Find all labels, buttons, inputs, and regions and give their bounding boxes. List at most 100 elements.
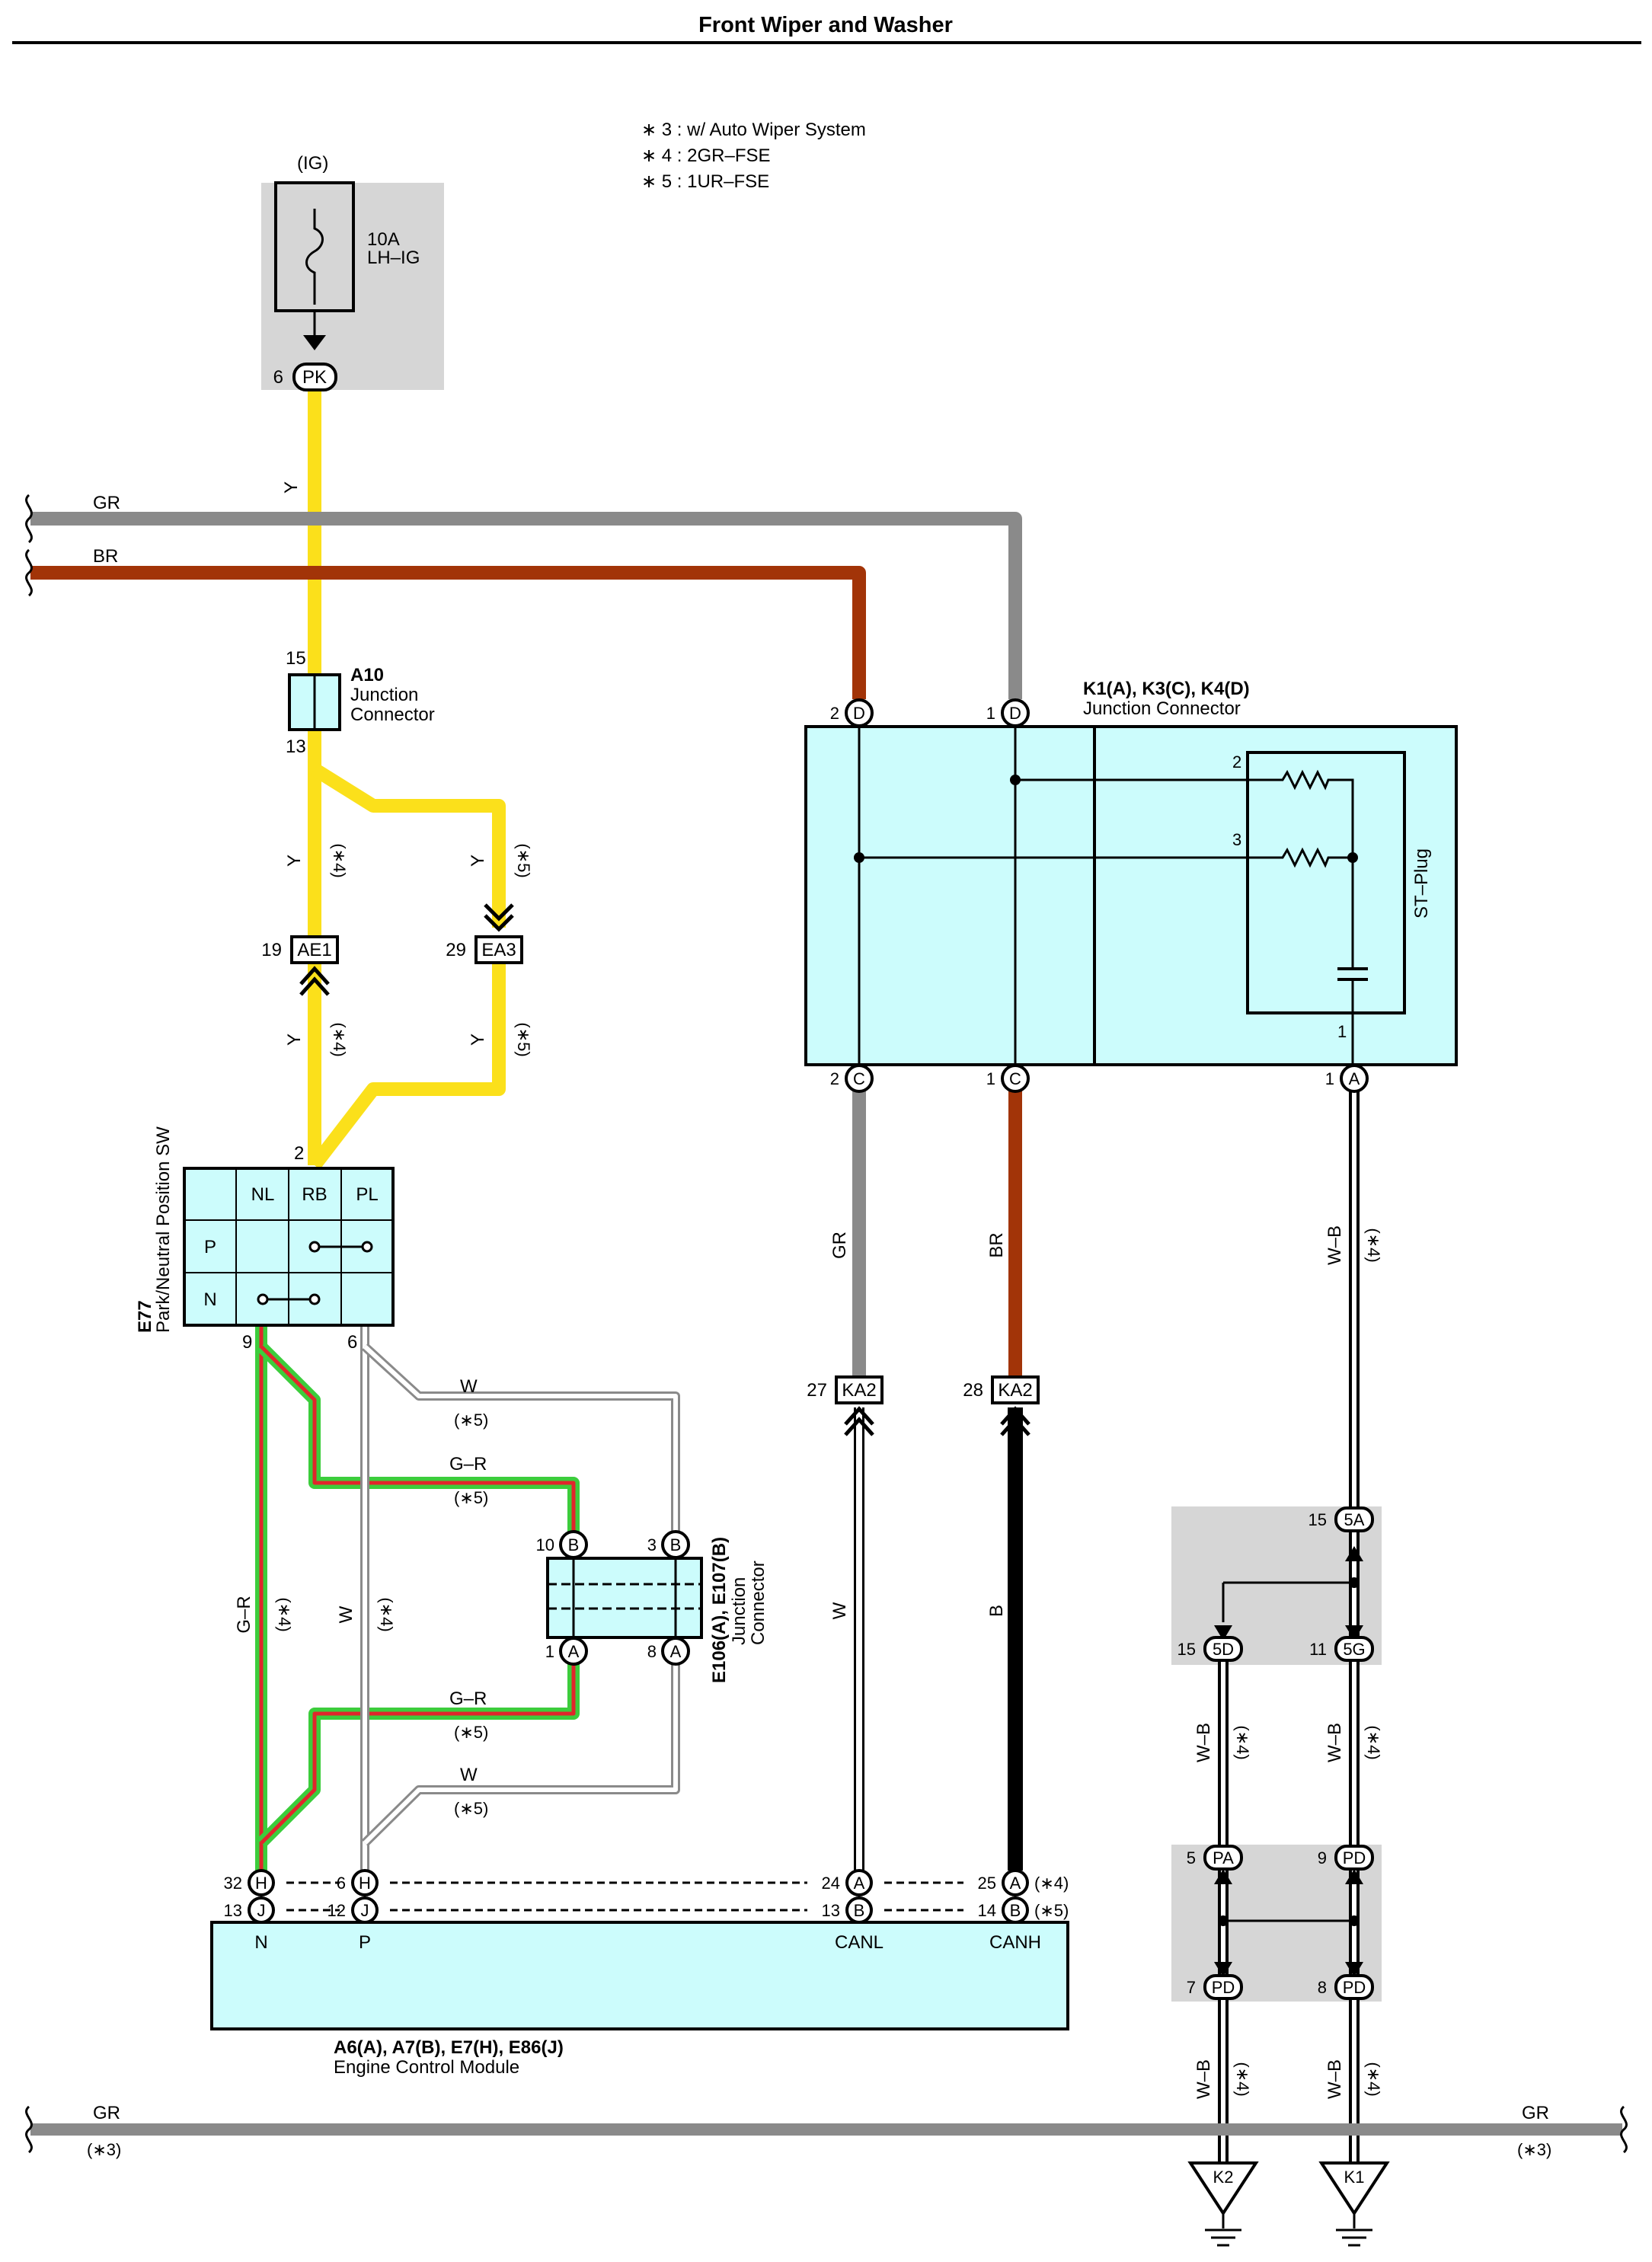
wire-label-gr-bottom-right: GR [1522, 2103, 1549, 2123]
connector-pk-pin: 6 [273, 367, 283, 388]
ground-triangle-icon [1318, 2161, 1390, 2216]
pin-number: 25 [978, 1874, 996, 1893]
wire-label-n5: (∗5) [514, 1022, 533, 1056]
junction-a10: 15 13 A10 Junction Connector [286, 648, 435, 757]
wire-label-n5: (∗5) [454, 1799, 488, 1818]
switch-e77: E77 Park/Neutral Position SW 2 NL RB PL … [135, 1126, 395, 1353]
joint-id: PD [1343, 1848, 1366, 1867]
note-4: ∗ 4 : 2GR–FSE [641, 145, 771, 166]
ecm-pin-b14: B 14 [978, 1896, 1029, 1924]
e106-pin-b3: B 3 [647, 1530, 690, 1559]
junction-k-name: Junction Connector [1083, 698, 1241, 719]
ecm-pin-j13: J 13 [224, 1896, 275, 1924]
connector-pk: PK 6 [273, 363, 337, 391]
wire-label-n3: (∗3) [87, 2140, 121, 2159]
joint-pd-8: PD 8 [1318, 1974, 1374, 2000]
e106-pin-a8: A 8 [647, 1637, 690, 1666]
ground-id: K2 [1213, 2168, 1234, 2187]
switch-col-pl: PL [356, 1184, 378, 1205]
pin-number: 8 [647, 1642, 657, 1661]
switch-id: E77 [135, 1300, 155, 1333]
e106-pin-a1: A 1 [545, 1637, 588, 1666]
chevron-up-icon [844, 1406, 874, 1436]
switch-row-n: N [203, 1289, 216, 1310]
joint-5g: 5G 11 [1309, 1636, 1374, 1662]
wire-label-br-top: BR [93, 546, 118, 567]
wire-label-wb: W–B [1193, 1723, 1214, 1762]
fuse-name: LH–IG [367, 248, 420, 268]
ecm: N P CANL CANH A6(A), A7(B), E7(H), E86(J… [210, 1874, 1069, 2078]
ecm-pin-a25: A 25 [978, 1869, 1029, 1896]
switch-col-rb: RB [302, 1184, 327, 1205]
junction-k: K1(A), K3(C), K4(D) Junction Connector S… [804, 679, 1458, 1066]
pin-letter: B [854, 1901, 865, 1920]
ground-id: K1 [1344, 2168, 1365, 2187]
resistor-icon [1280, 769, 1354, 858]
ecm-id: A6(A), A7(B), E7(H), E86(J) [334, 2037, 564, 2058]
switch-col-nl: NL [251, 1184, 275, 1205]
pin-number: 3 [647, 1535, 657, 1554]
a10-name-1: Junction [350, 685, 418, 705]
wire-label-n4: (∗4) [1233, 2062, 1252, 2096]
wire-label-w: W [460, 1765, 478, 1785]
ae1-id: AE1 [297, 940, 331, 960]
wire-label-gr: GR [829, 1232, 850, 1259]
ecm-terminal-canh: CANH [989, 1932, 1041, 1953]
ae1-pin: 19 [261, 940, 282, 960]
note-5: ∗ 5 : 1UR–FSE [641, 171, 769, 192]
pin-number: 1 [545, 1642, 554, 1661]
pin-number: 10 [536, 1535, 554, 1554]
joint-pin: 7 [1187, 1978, 1196, 1997]
joint-connectors [1214, 1546, 1363, 1977]
e106-name-2: Connector [748, 1561, 768, 1645]
e106-id: E106(A), E107(B) [709, 1537, 730, 1683]
ka2-27-pin: 27 [807, 1380, 827, 1401]
wire-label-n5: (∗5) [454, 1723, 488, 1742]
joint-id: 5A [1344, 1510, 1365, 1529]
ea3-id: EA3 [481, 940, 516, 960]
pin-letter: C [1009, 1069, 1021, 1088]
notes: ∗ 3 : w/ Auto Wiper System ∗ 4 : 2GR–FSE… [641, 120, 866, 192]
pin-number: 24 [822, 1874, 840, 1893]
note-3: ∗ 3 : w/ Auto Wiper System [641, 120, 866, 140]
pin-number: 13 [822, 1901, 840, 1920]
wire-label-y: Y [284, 1034, 305, 1046]
arrow-up-icon [1214, 1869, 1232, 1884]
wire-label-gr-top: GR [93, 493, 120, 513]
wire-labels: Y GR BR Y (∗4) Y (∗5) Y (∗4) Y (∗5) GR B… [87, 481, 1551, 2159]
ground-triangle-icon [1187, 2161, 1259, 2216]
pin-letter: C [853, 1069, 865, 1088]
wire-label-y: Y [281, 481, 302, 494]
connector-pk-id: PK [302, 367, 327, 388]
wire-label-gr-bottom: GR [93, 2103, 120, 2123]
pin-letter: A [1010, 1874, 1021, 1893]
ecm-note-4: (∗4) [1034, 1874, 1069, 1893]
pin-letter: A [854, 1874, 865, 1893]
ka2-28-pin: 28 [963, 1380, 983, 1401]
wire-label-n4: (∗4) [275, 1597, 294, 1631]
connector-ae1: AE1 19 [261, 935, 339, 996]
switch-contact-n-icon [257, 1293, 321, 1305]
ecm-pin-j12: J 12 [328, 1896, 379, 1924]
wire-label-n4: (∗4) [1364, 1228, 1383, 1262]
pin-number: 1 [986, 704, 995, 723]
wire-label-wb: W–B [1193, 2059, 1214, 2099]
switch-pin-6: 6 [347, 1332, 357, 1353]
joint-id: PA [1213, 1848, 1234, 1867]
joint-pa: PA 5 [1187, 1845, 1243, 1871]
st-plug [1246, 751, 1406, 1014]
wire-label-gr-r: G–R [449, 1689, 487, 1709]
joint-pin: 8 [1318, 1978, 1327, 1997]
joint-pd-9: PD 9 [1318, 1845, 1374, 1871]
joint-pin: 5 [1187, 1848, 1196, 1867]
pin-number: 13 [224, 1901, 242, 1920]
switch-row-p: P [204, 1237, 216, 1257]
st-plug-label: ST–Plug [1411, 848, 1432, 919]
junction-k-pin-d1: D 1 [986, 698, 1030, 727]
pin-number: 32 [224, 1874, 242, 1893]
joint-id: PD [1343, 1978, 1366, 1997]
pin-letter: B [1010, 1901, 1021, 1920]
ecm-terminal-canl: CANL [835, 1932, 884, 1953]
wire-label-n4: (∗4) [1364, 2062, 1383, 2096]
